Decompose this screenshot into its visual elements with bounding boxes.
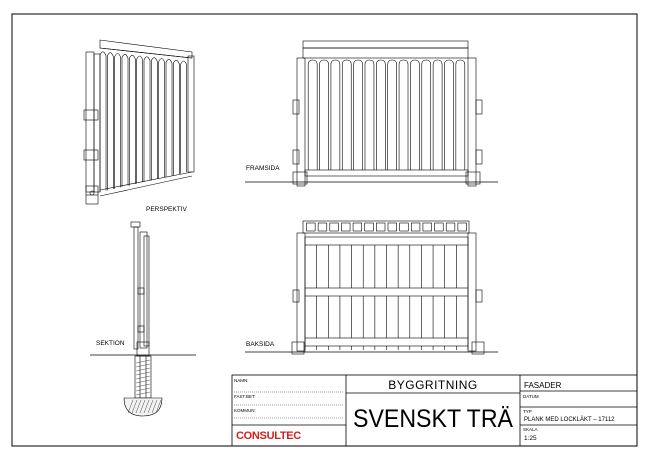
- front-board: [364, 59, 375, 170]
- perspective-board: [136, 55, 143, 184]
- back-top-block: [422, 222, 432, 232]
- section-cap: [130, 221, 141, 228]
- hatch-line: [135, 375, 151, 380]
- front-board: [444, 59, 454, 170]
- perspective-board: [151, 57, 158, 181]
- section-footing: [123, 397, 163, 417]
- hatch-line: [135, 383, 151, 388]
- back-top-block: [434, 222, 444, 232]
- label-perspektiv: PERSPEKTIV: [146, 206, 187, 213]
- perspective-board: [165, 59, 173, 177]
- hatch-line: [135, 359, 151, 364]
- fasader-title: FASADER: [524, 381, 562, 390]
- hatch-line: [131, 399, 138, 414]
- front-board: [432, 59, 443, 170]
- perspective-board: [180, 60, 187, 174]
- back-top-block: [399, 222, 409, 232]
- hatch-line: [135, 367, 151, 372]
- hatch-line: [139, 399, 146, 414]
- back-bottom-rail: [304, 337, 469, 347]
- back-left-post: [296, 232, 306, 352]
- hatch-line: [135, 371, 151, 376]
- typ-label: TYP: [523, 409, 532, 414]
- title-block: [231, 374, 638, 447]
- hatch-line: [135, 363, 151, 368]
- back-top-block: [364, 222, 374, 232]
- front-board: [387, 59, 397, 170]
- back-top-block: [445, 222, 456, 232]
- hatch-line: [135, 379, 151, 384]
- perspective-board: [99, 51, 107, 192]
- byggritning-title: BYGGRITNING: [388, 378, 478, 392]
- back-boards: [304, 222, 469, 350]
- hatch-line: [143, 399, 150, 414]
- back-top-block: [387, 222, 397, 232]
- label-baksida: BAKSIDA: [246, 341, 275, 348]
- back-top-block: [457, 222, 467, 232]
- front-board: [307, 59, 318, 170]
- front-board: [341, 59, 352, 170]
- consultec-logo: CONSULTEC: [236, 430, 301, 442]
- perspective-view: [83, 39, 195, 205]
- front-board: [353, 59, 363, 170]
- perspective-board: [129, 54, 136, 186]
- svenskt-tra-title: SVENSKT TRÄ: [353, 405, 513, 433]
- perspective-board: [114, 53, 121, 189]
- front-right-post: [467, 57, 477, 187]
- front-board: [421, 59, 432, 170]
- hatch-line: [127, 399, 134, 414]
- namn-label: NAMN:: [234, 378, 249, 383]
- perspective-post: [85, 51, 95, 193]
- back-top-block: [306, 222, 316, 232]
- section-hatch: [127, 359, 162, 414]
- label-framsida: FRAMSIDA: [246, 165, 280, 172]
- back-top-block: [329, 222, 339, 232]
- hatch-line: [135, 391, 151, 396]
- kommun-label: KOMMUN:: [234, 408, 256, 413]
- perspective-boards: [99, 51, 187, 192]
- back-top-block: [341, 222, 351, 232]
- front-board: [319, 59, 329, 170]
- back-top-frame: [302, 220, 470, 234]
- perspective-board: [158, 58, 165, 179]
- back-top-block: [317, 222, 328, 232]
- front-boards: [307, 59, 466, 170]
- datum-label: DATUM: [523, 394, 539, 399]
- skala-value: 1:25: [524, 435, 537, 442]
- label-sektion: SEKTION: [96, 340, 125, 347]
- front-board: [455, 59, 466, 170]
- front-board: [398, 59, 409, 170]
- perspective-board: [143, 56, 151, 182]
- perspective-top-rail: [99, 39, 193, 59]
- back-top-block: [352, 222, 363, 232]
- front-board: [330, 59, 341, 170]
- fastbet-label: FAST.BET:: [234, 394, 256, 399]
- back-right-post: [467, 232, 477, 352]
- front-board: [410, 59, 420, 170]
- hatch-line: [135, 387, 151, 392]
- back-top-rail: [304, 236, 469, 246]
- back-top-block: [376, 222, 386, 232]
- skala-label: SKALA: [523, 427, 538, 432]
- back-elevation: [291, 220, 485, 355]
- back-middle-rail: [304, 287, 469, 297]
- hatch-line: [151, 399, 158, 414]
- perspective-board: [121, 54, 129, 187]
- hatch-line: [155, 399, 162, 414]
- section-view: [123, 221, 163, 417]
- section-foundation: [134, 355, 152, 399]
- back-top-block: [410, 222, 421, 232]
- title-block-frame: [231, 374, 638, 447]
- perspective-board: [107, 52, 114, 191]
- typ-value: PLANK MED LOCKLÄKT – 17112: [524, 416, 615, 423]
- hatch-line: [147, 399, 154, 414]
- front-left-post: [296, 57, 306, 187]
- hatch-line: [135, 399, 142, 414]
- front-elevation: [292, 40, 483, 187]
- perspective-board: [173, 59, 180, 176]
- front-cap-rail: [302, 40, 469, 49]
- front-board: [376, 59, 386, 170]
